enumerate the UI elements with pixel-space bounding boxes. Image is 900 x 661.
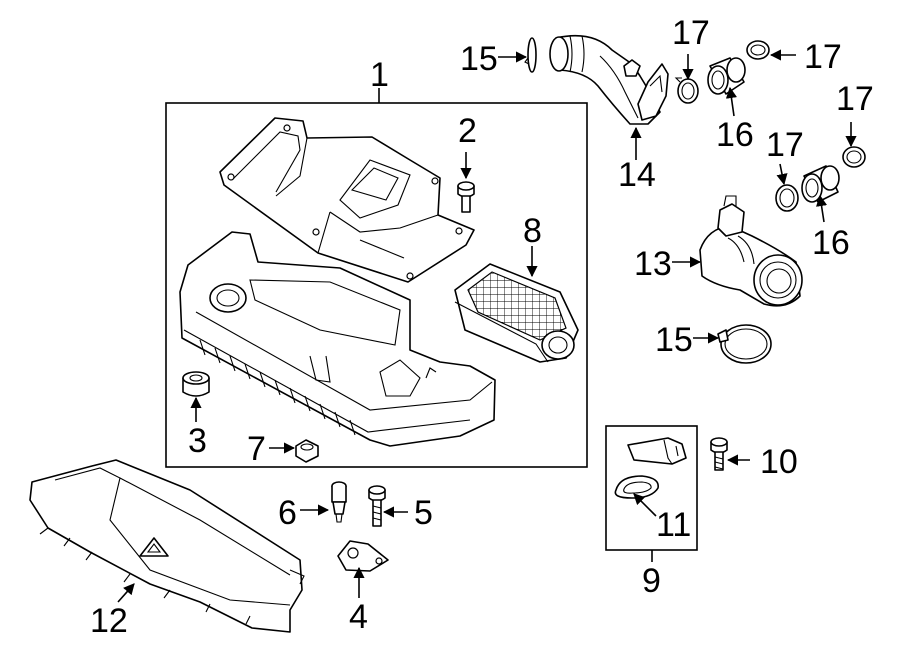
nut <box>295 439 319 463</box>
callout-labels: 1 2 3 4 5 6 7 8 9 10 11 12 13 14 15 15 1… <box>90 14 874 640</box>
intake-duct-13 <box>699 195 803 307</box>
hose-clamp-17-c <box>775 184 799 212</box>
leader-lines <box>117 49 857 603</box>
duct-sleeve-16-upper <box>707 57 746 95</box>
callout-11: 11 <box>656 506 691 544</box>
callout-13: 13 <box>634 245 672 283</box>
callout-6: 6 <box>278 494 297 532</box>
hose-clamp-17-d <box>842 146 866 168</box>
air-deflector-shield <box>29 459 305 633</box>
callout-16-lower: 16 <box>812 224 850 262</box>
air-cleaner-lower-housing <box>179 231 496 447</box>
mounting-bracket <box>337 540 389 572</box>
mass-airflow-sensor <box>627 437 687 465</box>
assembly-1-box <box>165 102 588 468</box>
bolt-2 <box>457 181 475 213</box>
callout-4: 4 <box>349 598 368 636</box>
callout-16-upper: 16 <box>716 116 754 154</box>
callout-3: 3 <box>188 422 207 460</box>
callout-9: 9 <box>642 562 661 600</box>
callout-14: 14 <box>618 156 656 194</box>
callout-12: 12 <box>90 602 128 640</box>
grommet <box>182 371 210 397</box>
air-cleaner-cover <box>219 117 475 283</box>
callout-17-c: 17 <box>766 126 804 164</box>
callout-7: 7 <box>247 430 266 468</box>
air-filter-element <box>454 263 579 363</box>
callout-8: 8 <box>523 212 542 250</box>
hose-clamp-17-b <box>746 40 770 60</box>
callout-1: 1 <box>370 56 389 94</box>
sensor-seal <box>614 475 659 499</box>
hose-clamp-15-lower <box>717 324 772 364</box>
bolt-5 <box>368 485 386 527</box>
hose-clamp-17-a <box>674 77 699 104</box>
callout-10: 10 <box>760 443 798 481</box>
callout-17-d: 17 <box>836 80 874 118</box>
callout-5: 5 <box>414 494 433 532</box>
push-pin <box>331 481 347 523</box>
callout-17-a: 17 <box>672 14 710 52</box>
hose-clamp-15-upper <box>524 37 537 73</box>
callout-15-upper: 15 <box>460 40 498 78</box>
callout-15-lower: 15 <box>655 321 693 359</box>
screw-10 <box>710 437 728 471</box>
callout-17-b: 17 <box>804 38 842 76</box>
intake-duct-14 <box>549 34 669 125</box>
callout-2: 2 <box>458 112 477 150</box>
